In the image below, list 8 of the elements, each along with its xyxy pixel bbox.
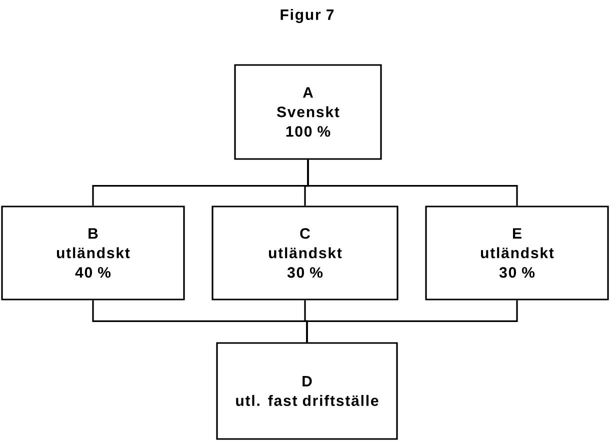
org-box: B utländskt 40 % (1, 206, 185, 300)
org-box: A Svenskt 100 % (234, 64, 382, 160)
org-box: D utl. fast driftställe (216, 342, 398, 440)
connector-line (306, 300, 518, 342)
figure-title: Figur 7 (280, 8, 334, 24)
org-box: C utländskt 30 % (212, 206, 398, 300)
org-box: E utländskt 30 % (425, 206, 609, 300)
connector-line (307, 160, 518, 206)
